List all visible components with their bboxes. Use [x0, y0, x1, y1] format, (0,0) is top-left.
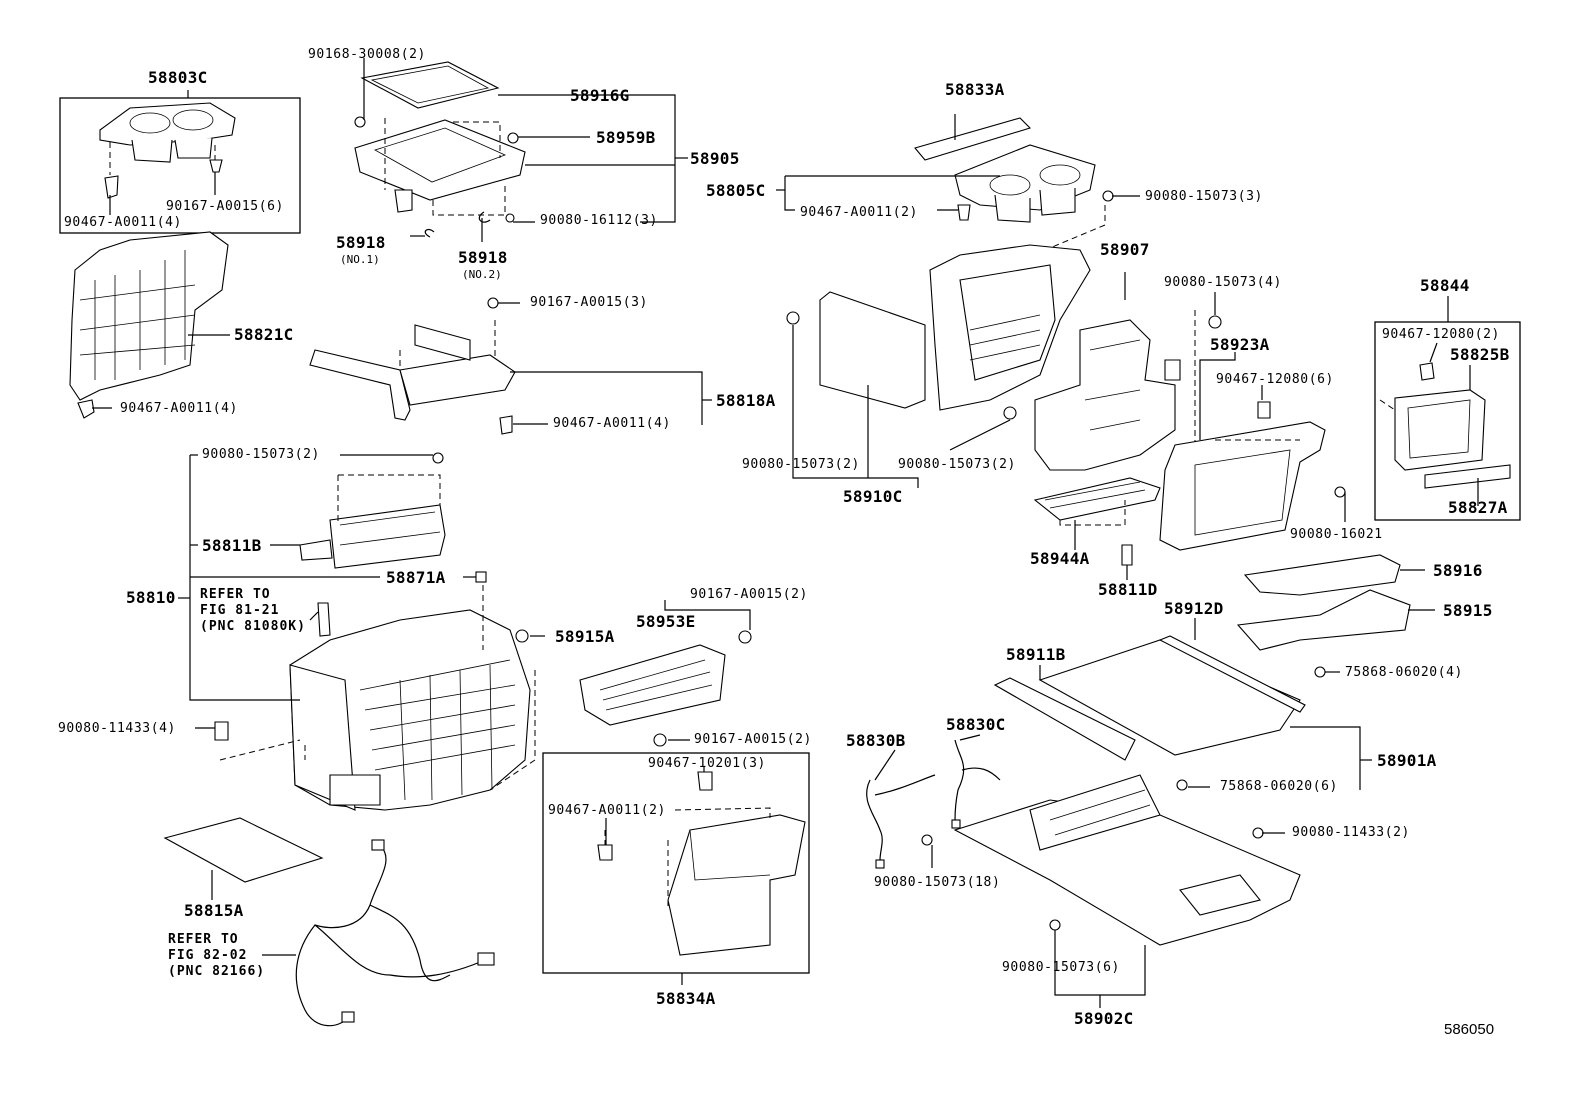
label-58810: 58810 [126, 588, 176, 607]
console-upper-58910C [786, 244, 1222, 471]
label-90167-A0015-3: 90167-A0015(3) [530, 295, 648, 310]
label-58911B: 58911B [1006, 645, 1066, 664]
refer-to-fig-81-21: REFER TO FIG 81-21 (PNC 81080K) [200, 587, 306, 635]
label-90167-A0015-2-a: 90167-A0015(2) [690, 587, 808, 602]
label-58833A: 58833A [945, 80, 1005, 99]
illustration-code: 586050 [1444, 1021, 1495, 1038]
label-90467-A0011-4-b: 90467-A0011(4) [120, 401, 238, 416]
label-58953E: 58953E [636, 612, 696, 631]
pocket-58825B [1379, 362, 1511, 489]
label-58871A: 58871A [386, 568, 446, 587]
label-90080-15073-2-c: 90080-15073(2) [202, 447, 320, 462]
label-90467-A0011-2-a: 90467-A0011(2) [800, 205, 918, 220]
label-58830B: 58830B [846, 731, 906, 750]
label-90080-15073-2-a: 90080-15073(2) [742, 457, 860, 472]
label-58944A: 58944A [1030, 549, 1090, 568]
armrest-58915 [1236, 589, 1411, 678]
label-58834A: 58834A [656, 989, 716, 1008]
cables-58830 [866, 739, 1001, 869]
refer-line-2: FIG 82-02 [168, 948, 248, 963]
label-58910C: 58910C [843, 487, 903, 506]
label-90080-16021: 90080-16021 [1290, 527, 1383, 542]
label-58923A: 58923A [1210, 335, 1270, 354]
box-58834A-group [542, 752, 810, 974]
label-90167-A0015-6: 90167-A0015(6) [166, 199, 284, 214]
label-58959B: 58959B [596, 128, 656, 147]
label-90080-11433-4: 90080-11433(4) [58, 721, 176, 736]
label-58844: 58844 [1420, 276, 1470, 295]
label-58912D: 58912D [1164, 599, 1224, 618]
cup-holder-58803C [99, 102, 236, 199]
label-58830C: 58830C [946, 715, 1006, 734]
label-90080-16112-3: 90080-16112(3) [540, 213, 658, 228]
lid-58901A [993, 635, 1306, 791]
label-58918-no1-sub: (NO.1) [340, 253, 380, 266]
label-58915A: 58915A [555, 627, 615, 646]
label-58827A: 58827A [1448, 498, 1508, 517]
label-90080-15073-18: 90080-15073(18) [874, 875, 1001, 890]
box-58811B [299, 452, 446, 569]
label-58902C: 58902C [1074, 1009, 1134, 1028]
label-90080-15073-4: 90080-15073(4) [1164, 275, 1282, 290]
label-90467-12080-2: 90467-12080(2) [1382, 327, 1500, 342]
label-90168-30008-2: 90168-30008(2) [308, 47, 426, 62]
label-90080-15073-6: 90080-15073(6) [1002, 960, 1120, 975]
label-58916: 58916 [1433, 561, 1483, 580]
label-58818A: 58818A [716, 391, 776, 410]
label-90467-10201-3: 90467-10201(3) [648, 756, 766, 771]
label-58918-no2-sub: (NO.2) [462, 268, 502, 281]
label-75868-06020-4: 75868-06020(4) [1345, 665, 1463, 680]
refer-line-3: (PNC 82166) [168, 964, 266, 979]
console-lid-58905 [354, 61, 526, 238]
refer-line-1: REFER TO [168, 932, 239, 947]
grille-58944A [1033, 477, 1161, 566]
label-58805C: 58805C [706, 181, 766, 200]
label-90080-15073-3: 90080-15073(3) [1145, 189, 1263, 204]
tray-58953E [579, 630, 752, 747]
label-90167-A0015-2-b: 90167-A0015(2) [694, 732, 812, 747]
base-58902C [921, 774, 1301, 946]
label-90467-A0011-2-b: 90467-A0011(2) [548, 803, 666, 818]
trim-58923A [1159, 401, 1346, 551]
armrest-58916 [1243, 554, 1401, 596]
label-90467-A0011-4-a: 90467-A0011(4) [64, 215, 182, 230]
refer-line-2: FIG 81-21 [200, 603, 280, 618]
label-58916G: 58916G [570, 86, 630, 105]
label-58811B: 58811B [202, 536, 262, 555]
label-58905: 58905 [690, 149, 740, 168]
label-58811D: 58811D [1098, 580, 1158, 599]
panel-58818A [309, 297, 516, 435]
label-58825B: 58825B [1450, 345, 1510, 364]
label-58907: 58907 [1100, 240, 1150, 259]
label-90467-12080-6: 90467-12080(6) [1216, 372, 1334, 387]
label-90467-A0011-4-c: 90467-A0011(4) [553, 416, 671, 431]
label-58918-no1: 58918 [336, 233, 386, 252]
cup-holder-58805C [914, 117, 1114, 285]
label-58915: 58915 [1443, 601, 1493, 620]
label-58815A: 58815A [184, 901, 244, 920]
label-58918-no2: 58918 [458, 248, 508, 267]
label-90080-11433-2: 90080-11433(2) [1292, 825, 1410, 840]
label-90080-15073-2-b: 90080-15073(2) [898, 457, 1016, 472]
box-58803C-group [59, 97, 301, 234]
label-58803C: 58803C [148, 68, 208, 87]
console-body-58810 [214, 571, 536, 811]
bracket-58821C [69, 231, 230, 419]
refer-to-fig-82-02: REFER TO FIG 82-02 (PNC 82166) [168, 932, 265, 980]
label-58821C: 58821C [234, 325, 294, 344]
leader-lines [92, 58, 1479, 1008]
wire-harness [295, 839, 495, 1027]
label-58901A: 58901A [1377, 751, 1437, 770]
refer-line-1: REFER TO [200, 587, 271, 602]
label-75868-06020-6: 75868-06020(6) [1220, 779, 1338, 794]
mat-58815A [163, 817, 324, 883]
refer-line-3: (PNC 81080K) [200, 619, 306, 634]
pocket-58834A [597, 771, 806, 956]
